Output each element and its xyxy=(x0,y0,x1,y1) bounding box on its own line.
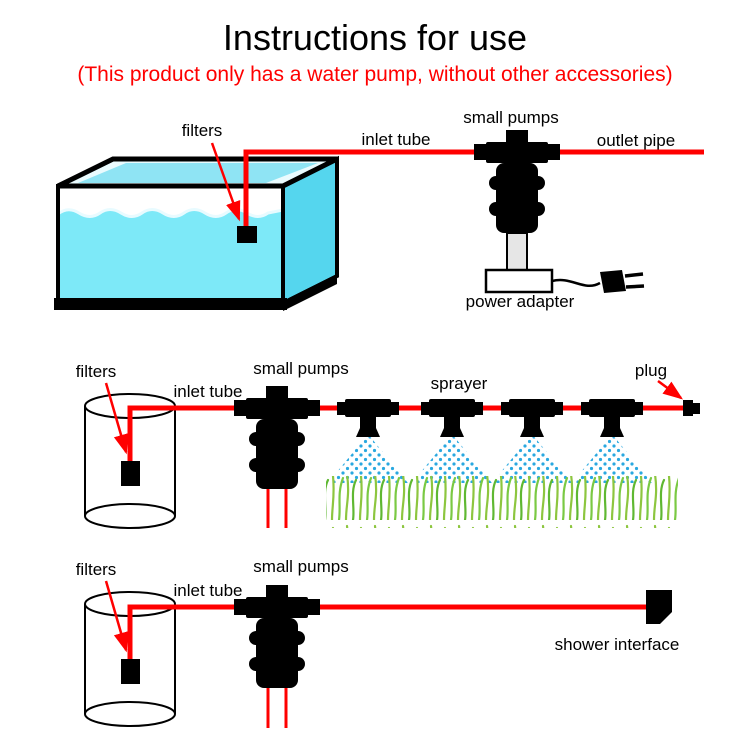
small-pumps-label: small pumps xyxy=(253,557,348,576)
plug-body xyxy=(600,270,626,293)
sprayer-label: sprayer xyxy=(431,374,488,393)
filters-arrow xyxy=(210,142,241,222)
outlet-pipe-label: outlet pipe xyxy=(597,131,675,150)
sprayer-unit xyxy=(412,399,492,483)
sprayer-unit xyxy=(328,399,408,483)
shower-interface-label: shower interface xyxy=(555,635,680,654)
small-pumps-label: small pumps xyxy=(463,108,558,127)
section-aquarium: filters inlet tube small pumps outlet pi… xyxy=(54,108,704,311)
plug-label: plug xyxy=(635,361,667,380)
end-plug xyxy=(683,400,700,416)
section-shower: filters inlet tube small pumps shower in… xyxy=(76,557,680,728)
sprayer-unit xyxy=(492,399,572,483)
pump-stem xyxy=(506,232,528,271)
plug-prong xyxy=(624,272,644,278)
plug-arrow xyxy=(657,379,684,400)
tank-top-water xyxy=(78,163,318,183)
header: Instructions for use (This product only … xyxy=(77,17,672,86)
filter-box xyxy=(121,659,140,684)
filters-label: filters xyxy=(76,560,117,579)
filters-arrow xyxy=(104,580,129,653)
small-pump xyxy=(474,130,560,233)
tank-base-edge xyxy=(283,274,337,311)
filters-arrow xyxy=(104,382,129,455)
filters-label: filters xyxy=(76,362,117,381)
filter-box xyxy=(237,226,257,243)
page-subtitle: (This product only has a water pump, wit… xyxy=(77,63,672,86)
page-title: Instructions for use xyxy=(223,17,527,58)
inlet-tube-label: inlet tube xyxy=(174,581,243,600)
small-pump xyxy=(234,585,320,688)
power-adapter-label: power adapter xyxy=(466,292,575,311)
section-sprayer: filters inlet tube small pumps sprayer p… xyxy=(76,359,700,529)
plug-prong xyxy=(625,284,645,289)
small-pump xyxy=(234,386,320,489)
power-adapter-box xyxy=(484,268,554,294)
inlet-tube-label: inlet tube xyxy=(362,130,431,149)
filter-box xyxy=(121,461,140,486)
inlet-tube-label: inlet tube xyxy=(174,382,243,401)
tank-rim xyxy=(56,156,339,189)
grass xyxy=(326,476,678,528)
tank-water xyxy=(58,210,283,300)
small-pumps-label: small pumps xyxy=(253,359,348,378)
filters-label: filters xyxy=(182,121,223,140)
fish-tank xyxy=(54,155,339,311)
sprayer-unit xyxy=(572,399,652,483)
end-plug-body xyxy=(683,400,693,416)
tank-base xyxy=(54,298,287,310)
power-plug-icon xyxy=(600,270,645,293)
power-cable xyxy=(551,278,601,288)
end-plug-cap xyxy=(693,403,700,414)
shower-interface-connector xyxy=(646,590,672,624)
inlet-tube-line xyxy=(127,604,650,661)
